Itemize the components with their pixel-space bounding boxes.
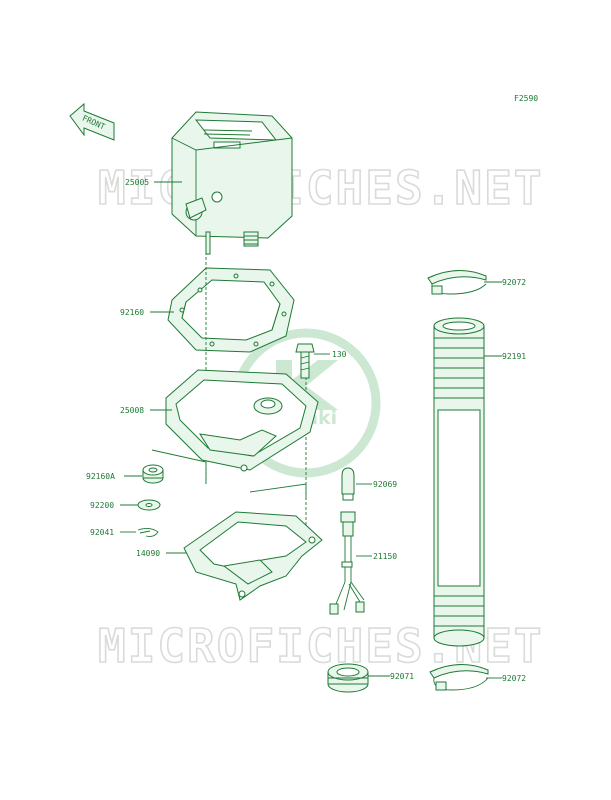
meter-assembly-drawing: [171, 111, 293, 255]
part-label-21150: 21150: [373, 552, 397, 561]
part-label-14090: 14090: [136, 549, 160, 558]
part-label-92072-top: 92072: [502, 278, 526, 287]
bolt-drawing: [295, 343, 315, 379]
bracket-left: [151, 449, 207, 484]
seal-drawing: [327, 663, 369, 693]
watermark-top: MICROFICHES.NET: [98, 161, 543, 215]
part-label-92191: 92191: [502, 352, 526, 361]
part-label-92160a: 92160A: [86, 472, 115, 481]
cover-drawing: [183, 511, 323, 601]
front-arrow-icon: FRONT: [69, 102, 115, 141]
bracket-right: [249, 483, 307, 500]
clip-drawing: [137, 527, 159, 537]
part-label-25005: 25005: [125, 178, 149, 187]
part-label-92200: 92200: [90, 501, 114, 510]
part-label-130: 130: [332, 350, 347, 359]
tube-cable-drawing: [433, 317, 485, 647]
band-bottom-drawing: [429, 664, 489, 691]
part-label-92072-bottom: 92072: [502, 674, 526, 683]
washer-drawing: [137, 499, 161, 511]
part-label-92041: 92041: [90, 528, 114, 537]
part-label-25008: 25008: [120, 406, 144, 415]
meter-damper-drawing: [167, 267, 295, 353]
meter-case-drawing: [165, 369, 319, 472]
part-label-92071: 92071: [390, 672, 414, 681]
part-label-92160: 92160: [120, 308, 144, 317]
socket-lead-drawing: [329, 511, 365, 615]
part-label-92069: 92069: [373, 480, 397, 489]
grommet-drawing: [142, 464, 164, 484]
band-top-drawing: [427, 270, 487, 295]
bulb-drawing: [341, 467, 355, 501]
figure-code: F2590: [514, 94, 538, 103]
